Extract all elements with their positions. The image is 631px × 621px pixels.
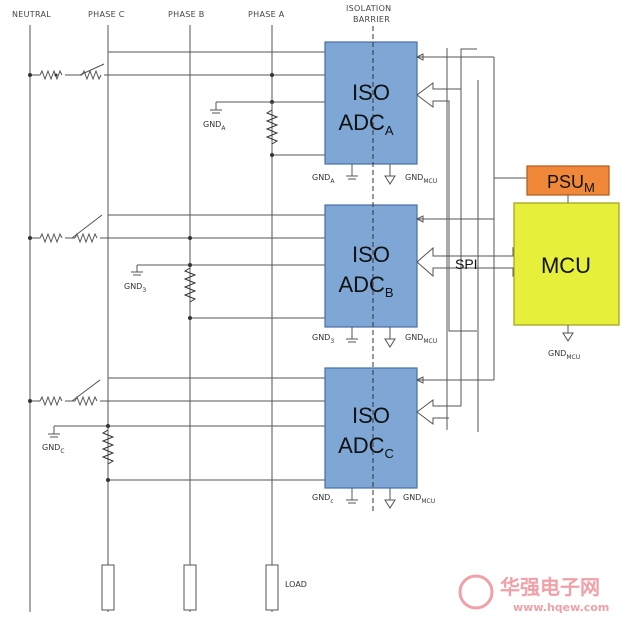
adc-grounds: GNDA GNDMCU GND3 GNDMCU GNDc GNDMCU [312,164,437,509]
iso-adc-b-label: ADCB [338,272,393,300]
power-bus [415,53,527,384]
psu-m: PSUM [526,165,610,203]
divider-resistor-c1 [74,395,98,407]
iso-adc-c: ISO ADCC [324,367,418,489]
watermark: 华强电子网 www.hqew.com [458,574,609,614]
iso-adc-c-iso: ISO [352,403,390,428]
header-neutral: NEUTRAL [12,10,51,19]
divider-resistor-b1 [74,232,98,244]
header-isolation: ISOLATION [346,4,391,13]
divider-resistor-c2 [101,429,115,465]
adc-c-gnd-right: GNDMCU [403,493,435,505]
watermark-url: www.hqew.com [513,601,609,614]
shunt-resistor-c [39,395,63,407]
watermark-logo-icon [458,574,494,610]
divider-resistor-b2 [183,267,197,303]
section-b: GND3 [28,214,325,320]
adc-b-gnd-left: GND3 [312,333,334,345]
gnd-label-b: GND3 [124,282,146,294]
iso-adc-c-label: ADCC [338,433,394,461]
gnd-label-c: GNDC [42,443,65,455]
divider-resistor-a2 [265,109,279,145]
section-c: GNDC [28,377,325,482]
header-barrier: BARRIER [353,15,390,24]
loads: LOAD [101,564,307,611]
adc-a-gnd-right: GNDMCU [405,173,437,185]
psu-label: PSUM [547,172,595,195]
spi-label: SPI [455,256,478,272]
watermark-cn: 华强电子网 [500,575,600,599]
iso-adc-b: ISO ADCB [324,204,418,328]
iso-adc-a-label: ADCA [338,110,393,138]
header-phase-b: PHASE B [168,10,205,19]
iso-adc-a-iso: ISO [352,80,390,105]
header-phase-c: PHASE C [88,10,125,19]
spi-bus: SPI [416,48,530,432]
shunt-resistor-b [39,232,63,244]
iso-adc-a: ISO ADCA [324,41,418,165]
divider-resistor-a1 [81,69,102,81]
adc-b-gnd-right: GNDMCU [405,333,437,345]
section-a: GNDA [28,51,325,157]
gnd-label-a: GNDA [203,120,226,132]
mcu: MCU GNDMCU [513,202,620,361]
load-label: LOAD [285,580,307,589]
adc-c-gnd-left: GNDc [312,493,334,505]
mcu-gnd: GNDMCU [548,349,580,361]
shunt-resistor-a [39,69,63,81]
mcu-label: MCU [541,253,591,278]
header-phase-a: PHASE A [248,10,285,19]
adc-a-gnd-left: GNDA [312,173,335,185]
iso-adc-b-iso: ISO [352,242,390,267]
